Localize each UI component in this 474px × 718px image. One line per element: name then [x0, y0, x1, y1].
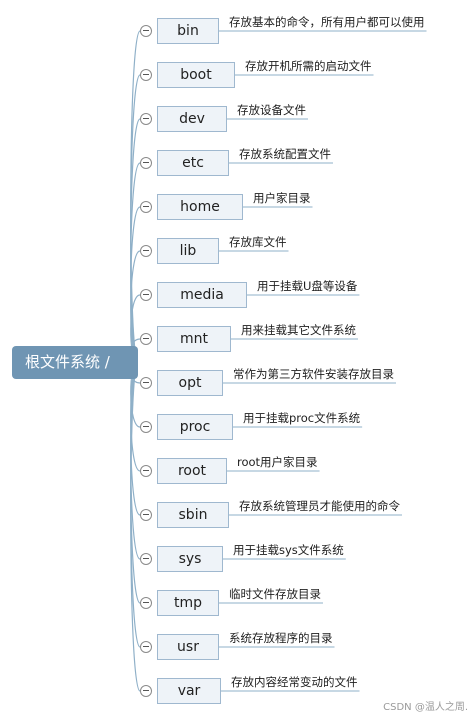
branch-description[interactable]: 用于挂载U盘等设备	[257, 279, 358, 293]
collapse-icon[interactable]	[140, 289, 152, 301]
branch-description[interactable]: 用于挂载sys文件系统	[233, 543, 344, 557]
branch-var: var 存放内容经常变动的文件	[0, 675, 474, 706]
branch-usr: usr 系统存放程序的目录	[0, 631, 474, 662]
branch-home: home 用户家目录	[0, 191, 474, 222]
collapse-icon[interactable]	[140, 113, 152, 125]
collapse-icon[interactable]	[140, 333, 152, 345]
branch-opt: opt 常作为第三方软件安装存放目录	[0, 367, 474, 398]
branch-description[interactable]: root用户家目录	[237, 455, 318, 469]
collapse-icon[interactable]	[140, 597, 152, 609]
root-node[interactable]: 根文件系统 /	[12, 346, 138, 379]
branch-description[interactable]: 用于挂载proc文件系统	[243, 411, 361, 425]
collapse-icon[interactable]	[140, 465, 152, 477]
branch-node[interactable]: dev	[157, 106, 227, 132]
branch-node[interactable]: var	[157, 678, 221, 704]
branch-node[interactable]: proc	[157, 414, 233, 440]
branch-description[interactable]: 临时文件存放目录	[229, 587, 321, 601]
branch-node[interactable]: usr	[157, 634, 219, 660]
branch-root: root root用户家目录	[0, 455, 474, 486]
branch-node[interactable]: etc	[157, 150, 229, 176]
collapse-icon[interactable]	[140, 377, 152, 389]
branch-node[interactable]: mnt	[157, 326, 231, 352]
branch-description[interactable]: 存放系统管理员才能使用的命令	[239, 499, 400, 513]
branch-etc: etc 存放系统配置文件	[0, 147, 474, 178]
branch-node[interactable]: tmp	[157, 590, 219, 616]
collapse-icon[interactable]	[140, 553, 152, 565]
branch-node[interactable]: home	[157, 194, 243, 220]
branch-bin: bin 存放基本的命令，所有用户都可以使用	[0, 15, 474, 46]
branch-node[interactable]: bin	[157, 18, 219, 44]
branch-description[interactable]: 存放库文件	[229, 235, 287, 249]
branch-description[interactable]: 用户家目录	[253, 191, 311, 205]
collapse-icon[interactable]	[140, 201, 152, 213]
collapse-icon[interactable]	[140, 641, 152, 653]
watermark: CSDN @温人之周.	[383, 702, 468, 713]
branch-node[interactable]: media	[157, 282, 247, 308]
collapse-icon[interactable]	[140, 157, 152, 169]
branch-media: media 用于挂载U盘等设备	[0, 279, 474, 310]
branch-tmp: tmp 临时文件存放目录	[0, 587, 474, 618]
branch-description[interactable]: 存放系统配置文件	[239, 147, 331, 161]
branch-description[interactable]: 用来挂载其它文件系统	[241, 323, 356, 337]
branch-lib: lib 存放库文件	[0, 235, 474, 266]
branch-description[interactable]: 存放开机所需的启动文件	[245, 59, 372, 73]
branch-node[interactable]: opt	[157, 370, 223, 396]
branch-mnt: mnt 用来挂载其它文件系统	[0, 323, 474, 354]
branch-description[interactable]: 存放内容经常变动的文件	[231, 675, 358, 689]
branch-node[interactable]: sbin	[157, 502, 229, 528]
branch-node[interactable]: sys	[157, 546, 223, 572]
collapse-icon[interactable]	[140, 509, 152, 521]
branch-sbin: sbin 存放系统管理员才能使用的命令	[0, 499, 474, 530]
branch-description[interactable]: 常作为第三方软件安装存放目录	[233, 367, 394, 381]
collapse-icon[interactable]	[140, 245, 152, 257]
branch-sys: sys 用于挂载sys文件系统	[0, 543, 474, 574]
collapse-icon[interactable]	[140, 421, 152, 433]
branch-description[interactable]: 存放基本的命令，所有用户都可以使用	[229, 15, 425, 29]
branch-boot: boot 存放开机所需的启动文件	[0, 59, 474, 90]
branch-node[interactable]: root	[157, 458, 227, 484]
branch-description[interactable]: 存放设备文件	[237, 103, 306, 117]
branch-node[interactable]: lib	[157, 238, 219, 264]
collapse-icon[interactable]	[140, 685, 152, 697]
branch-node[interactable]: boot	[157, 62, 235, 88]
collapse-icon[interactable]	[140, 69, 152, 81]
branch-proc: proc 用于挂载proc文件系统	[0, 411, 474, 442]
branch-description[interactable]: 系统存放程序的目录	[229, 631, 333, 645]
branch-dev: dev 存放设备文件	[0, 103, 474, 134]
collapse-icon[interactable]	[140, 25, 152, 37]
